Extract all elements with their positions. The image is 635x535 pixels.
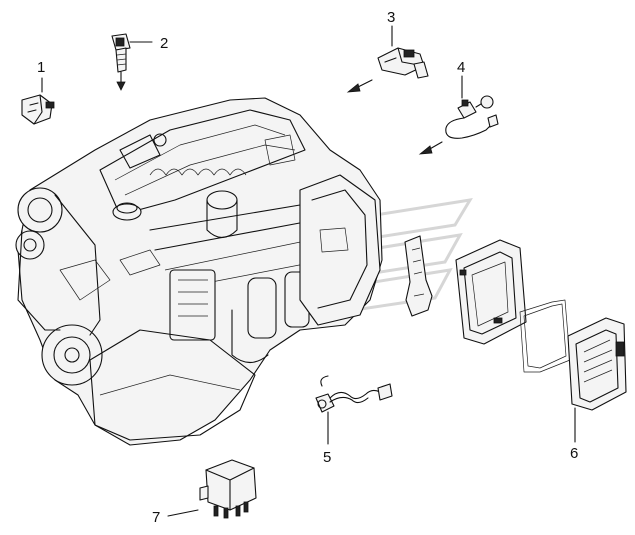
callout-3: 3 [387,9,395,26]
callout-4: 4 [457,59,465,76]
part-5-crankshaft-sensor [315,375,393,413]
part-2-temperature-sender [111,33,131,91]
callout-1: 1 [37,59,45,76]
part-4-wired-sensor [445,95,499,139]
callout-2: 2 [160,35,168,52]
engine-assembly [15,97,383,446]
direction-arrow-4 [418,141,443,155]
part-6-ecu-assembly [404,235,627,411]
leader-line-7 [167,509,199,517]
callout-5: 5 [323,449,331,466]
callout-6: 6 [570,445,578,462]
part-3-pressure-sensor [377,47,429,79]
part-1-speed-sensor [21,94,55,125]
callout-7: 7 [152,509,160,526]
direction-arrow-3 [346,79,373,93]
part-7-relay [199,459,257,519]
